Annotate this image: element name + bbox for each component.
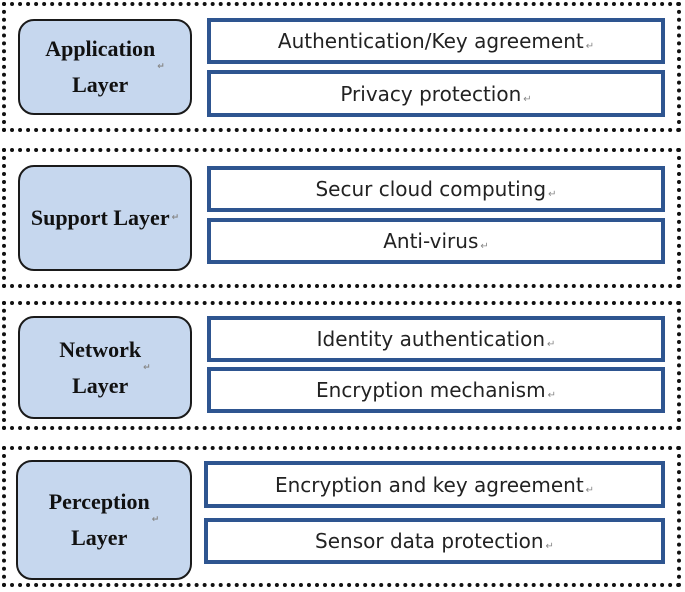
sensor-data-protection-box: Sensor data protection↵ — [204, 518, 665, 564]
authentication-key-agreement-box: Authentication/Key agreement↵ — [207, 18, 665, 64]
encryption-key-agreement-box: Encryption and key agreement↵ — [204, 461, 665, 508]
application-layer-box: Application Layer↵ — [18, 19, 192, 115]
measure-label: Anti-virus — [383, 229, 479, 253]
measure-label: Privacy protection — [340, 81, 522, 106]
application-layer-label: Application Layer — [45, 36, 156, 97]
paragraph-mark-icon: ↵ — [585, 41, 595, 52]
support-layer-label: Support Layer — [30, 205, 170, 230]
perception-layer-box: Perception Layer↵ — [16, 460, 192, 580]
measure-label: Sensor data protection — [315, 529, 544, 553]
application-layer-group: Application Layer↵ Authentication/Key ag… — [2, 2, 681, 132]
paragraph-mark-icon: ↵ — [585, 485, 595, 496]
paragraph-mark-icon: ↵ — [157, 62, 165, 72]
perception-layer-label: Perception Layer — [48, 489, 150, 550]
perception-layer-group: Perception Layer↵ Encryption and key agr… — [2, 446, 681, 587]
measure-label: Encryption and key agreement — [274, 472, 584, 497]
anti-virus-box: Anti-virus↵ — [207, 218, 665, 264]
paragraph-mark-icon: ↵ — [545, 541, 554, 552]
measure-label: Secur cloud computing — [315, 177, 547, 201]
privacy-protection-box: Privacy protection↵ — [207, 70, 665, 117]
measure-label: Identity authentication — [316, 327, 545, 351]
support-layer-group: Support Layer↵ Secur cloud computing↵ An… — [2, 148, 681, 288]
paragraph-mark-icon: ↵ — [480, 241, 489, 252]
measure-label: Authentication/Key agreement — [277, 29, 584, 53]
paragraph-mark-icon: ↵ — [547, 390, 556, 401]
measure-label: Encryption mechanism — [316, 378, 546, 402]
paragraph-mark-icon: ↵ — [171, 213, 180, 223]
paragraph-mark-icon: ↵ — [151, 515, 160, 525]
network-layer-label: Network Layer — [59, 336, 142, 398]
paragraph-mark-icon: ↵ — [547, 339, 556, 350]
encryption-mechanism-box: Encryption mechanism↵ — [207, 367, 665, 413]
network-layer-box: Network Layer↵ — [18, 316, 192, 419]
paragraph-mark-icon: ↵ — [548, 189, 557, 200]
network-layer-group: Network Layer↵ Identity authentication↵ … — [2, 301, 681, 430]
identity-authentication-box: Identity authentication↵ — [207, 316, 665, 362]
support-layer-box: Support Layer↵ — [18, 165, 192, 271]
paragraph-mark-icon: ↵ — [523, 94, 532, 105]
paragraph-mark-icon: ↵ — [143, 362, 151, 373]
secure-cloud-computing-box: Secur cloud computing↵ — [207, 166, 665, 212]
